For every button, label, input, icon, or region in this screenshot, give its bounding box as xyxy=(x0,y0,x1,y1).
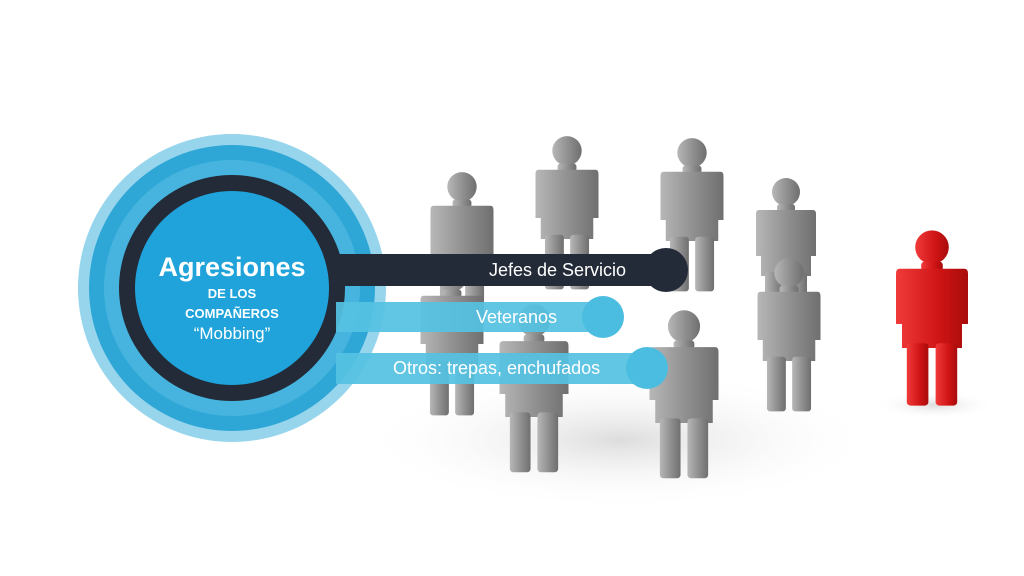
branch-bars xyxy=(330,248,688,389)
hub-circle xyxy=(78,134,386,442)
branch-label-otros: Otros: trepas, enchufados xyxy=(393,358,601,378)
hub-subtitle-line1: DE LOS xyxy=(207,286,257,301)
branch-bar-otros xyxy=(336,347,668,389)
branch-bar-veteranos xyxy=(336,296,624,338)
branch-label-jefes: Jefes de Servicio xyxy=(489,260,627,280)
isolated-person-figure xyxy=(896,230,968,406)
hub-title: Agresiones xyxy=(158,252,306,282)
branch-label-veteranos: Veteranos xyxy=(476,307,558,327)
hub-text: Agresiones DE LOS COMPAÑEROS “Mobbing” xyxy=(134,250,330,344)
branch-bar-jefes xyxy=(330,248,688,292)
hub-subtitle-line2: COMPAÑEROS xyxy=(185,306,279,321)
isolated-shadow xyxy=(875,391,995,419)
hub-quote: “Mobbing” xyxy=(193,324,271,343)
floor-shadow xyxy=(360,370,880,510)
